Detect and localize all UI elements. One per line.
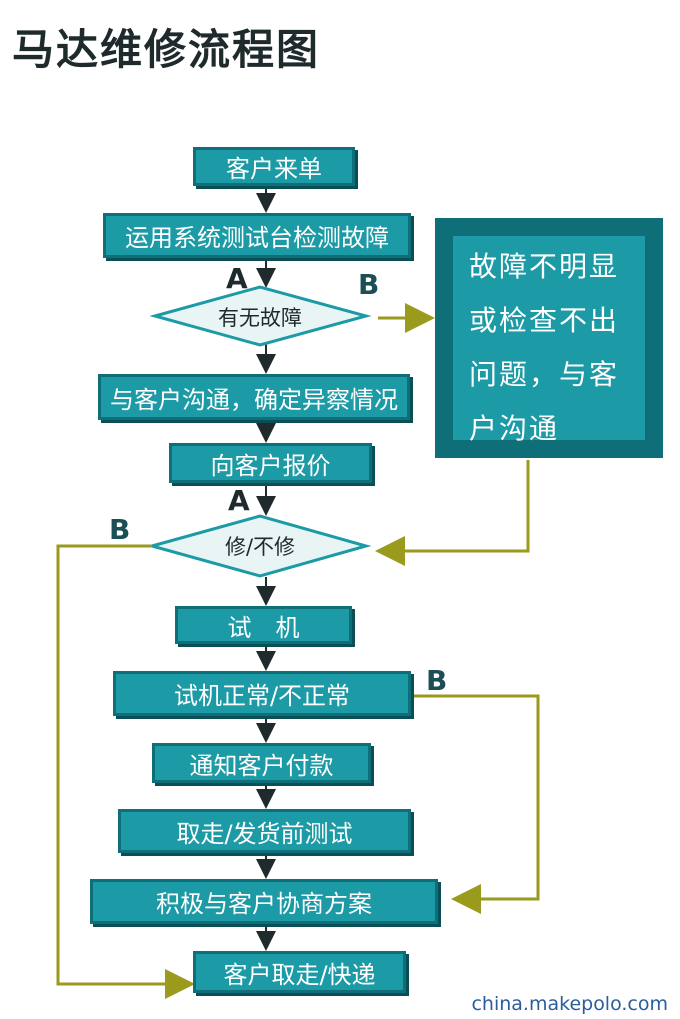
branch-label-a1: A xyxy=(226,262,248,295)
page-title: 马达维修流程图 xyxy=(12,25,321,74)
watermark: china.makepolo.com xyxy=(471,993,668,1015)
step-test-run: 试 机 xyxy=(175,606,352,644)
step-test-result: 试机正常/不正常 xyxy=(113,671,411,716)
step-label: 客户来单 xyxy=(226,155,322,183)
side-note-line: 或检查不出 xyxy=(469,304,620,337)
step-customer-order: 客户来单 xyxy=(193,147,355,186)
step-pickup-test: 取走/发货前测试 xyxy=(118,809,411,853)
step-label: 取走/发货前测试 xyxy=(176,819,353,848)
side-note-text: 故障不明显 或检查不出 问题，与客 户沟通 xyxy=(453,236,645,445)
decision-diamond-repair xyxy=(146,514,372,578)
decision-diamond-fault xyxy=(149,285,372,347)
branch-label-b2: B xyxy=(109,513,131,546)
step-label: 向客户报价 xyxy=(210,451,331,480)
step-system-test: 运用系统测试台检测故障 xyxy=(103,213,411,258)
branch-label-a2: A xyxy=(228,484,250,517)
decision-repair-label: 修/不修 xyxy=(224,535,296,559)
step-communicate: 与客户沟通，确定异察情况 xyxy=(98,374,410,420)
branch-label-b1: B xyxy=(358,268,380,301)
step-pickup-delivery: 客户取走/快递 xyxy=(193,951,406,993)
step-label: 通知客户付款 xyxy=(189,751,334,780)
side-note-line: 问题，与客 xyxy=(469,358,620,391)
step-negotiate: 积极与客户协商方案 xyxy=(90,879,438,924)
step-notify-payment: 通知客户付款 xyxy=(152,743,371,783)
step-label: 试机正常/不正常 xyxy=(173,682,351,710)
step-label: 运用系统测试台检测故障 xyxy=(125,224,389,252)
step-label: 试 机 xyxy=(227,613,300,642)
decision-fault-label: 有无故障 xyxy=(218,306,302,330)
step-label: 与客户沟通，确定异察情况 xyxy=(110,385,398,414)
side-note-line: 户沟通 xyxy=(469,412,560,445)
step-label: 积极与客户协商方案 xyxy=(156,890,372,918)
connector-s6-to-s9 xyxy=(412,694,540,914)
side-note-line: 故障不明显 xyxy=(469,250,620,283)
side-note-box: 故障不明显 或检查不出 问题，与客 户沟通 xyxy=(435,218,663,458)
connector-side-to-d2 xyxy=(375,460,530,566)
step-label: 客户取走/快递 xyxy=(223,960,376,989)
step-quote: 向客户报价 xyxy=(169,443,372,483)
connector-d2-to-s10 xyxy=(56,544,195,999)
branch-label-b3: B xyxy=(426,664,448,697)
